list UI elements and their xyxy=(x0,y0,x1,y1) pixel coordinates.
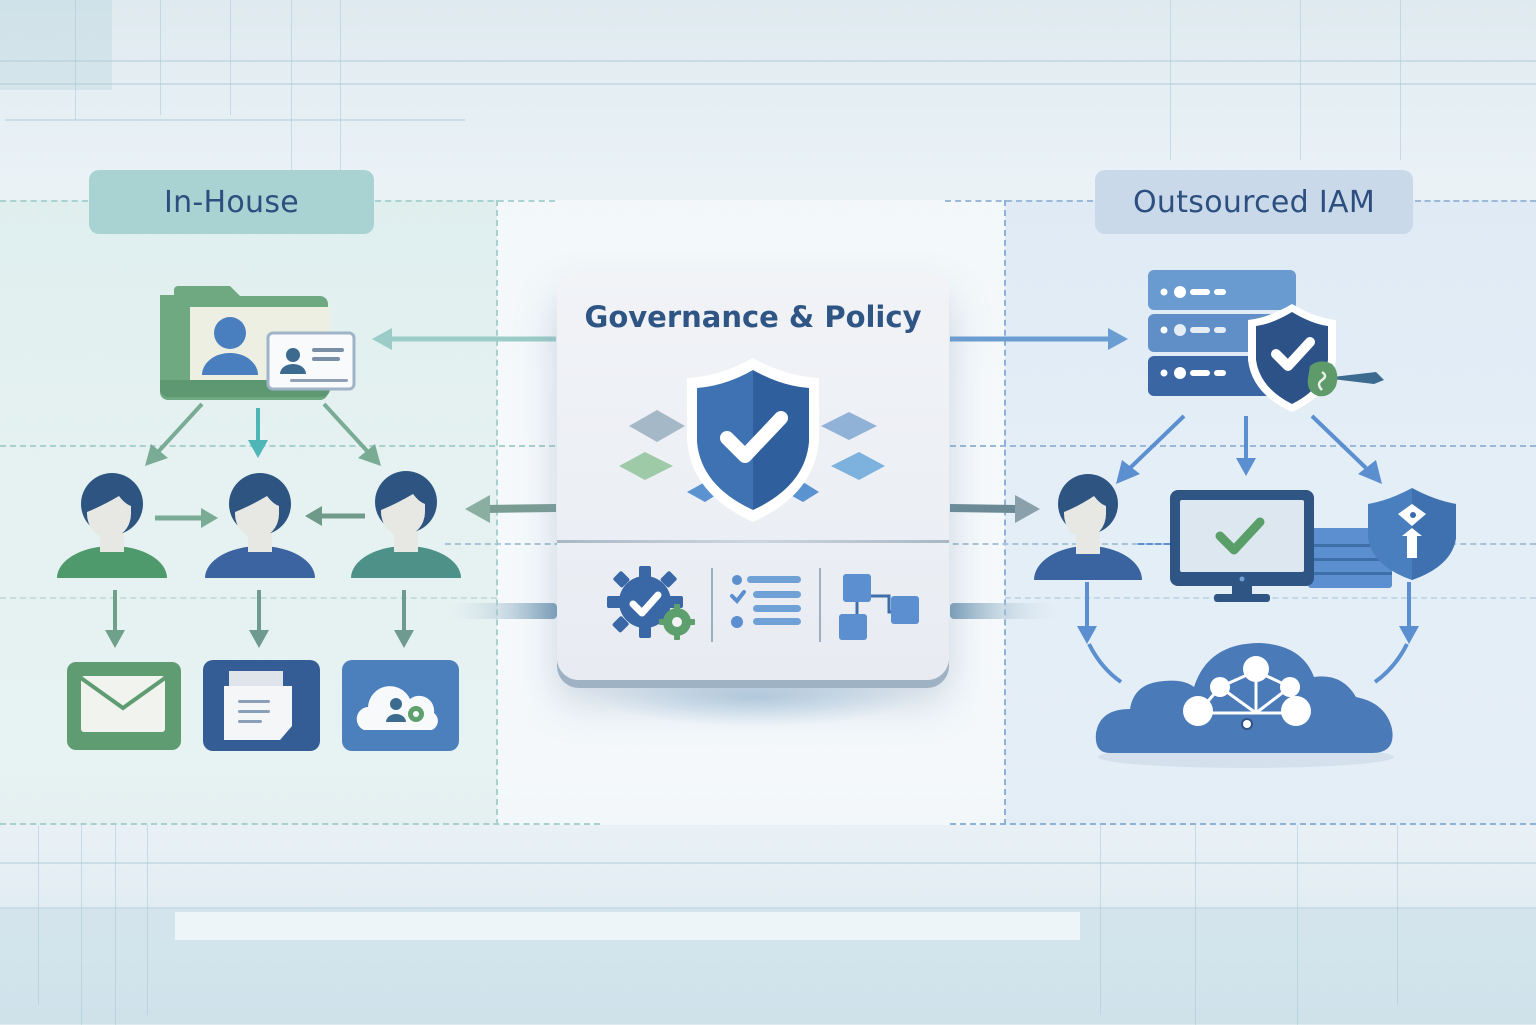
icon-separator xyxy=(819,568,821,642)
governance-divider xyxy=(557,540,949,543)
dashed-guide xyxy=(900,445,1536,447)
outsourced-user-icon xyxy=(1034,474,1142,580)
to-cloud-arrows xyxy=(1077,582,1419,684)
user-teal-icon xyxy=(351,471,461,578)
grid-line xyxy=(1297,825,1298,1025)
in-house-apps-row xyxy=(67,660,459,751)
arrow-user-2-to-document xyxy=(249,590,269,648)
in-house-label-text: In-House xyxy=(163,184,300,220)
grid-line xyxy=(147,825,148,1015)
grid-line xyxy=(5,119,465,121)
user-blue-icon xyxy=(205,473,315,578)
governance-policy-card: Governance & Policy xyxy=(557,272,949,680)
arrow-provider-to-user xyxy=(1116,414,1186,484)
monitor-check-icon xyxy=(1170,490,1392,602)
dashed-guide xyxy=(0,597,497,599)
grid-line xyxy=(115,825,116,1025)
users-to-apps-arrows xyxy=(105,590,414,648)
grid-line xyxy=(0,83,1536,85)
connector-bar-left xyxy=(445,603,557,619)
arrow-provider-to-secure-access xyxy=(1310,414,1382,484)
grid-line xyxy=(1170,0,1171,160)
dashed-guide xyxy=(0,445,555,447)
user-green-icon xyxy=(57,473,167,578)
cloud-network-icon xyxy=(1095,643,1394,768)
workflow-blocks-icon xyxy=(839,574,919,640)
key-icon xyxy=(1307,361,1384,397)
arrow-provider-to-monitor xyxy=(1236,416,1256,476)
dashed-guide xyxy=(0,823,600,825)
email-app-icon xyxy=(67,662,181,750)
grid-line xyxy=(1300,0,1301,160)
outsourced-iam-label: Outsourced IAM xyxy=(1095,170,1413,234)
connector-bar-right xyxy=(950,603,1060,619)
grid-line xyxy=(75,0,76,120)
grid-line xyxy=(0,862,1536,864)
dashed-guide xyxy=(375,200,555,202)
dashed-guide xyxy=(950,823,1536,825)
background-band xyxy=(175,912,1080,940)
dashed-guide xyxy=(945,200,1093,202)
arrow-directory-to-user-3 xyxy=(322,402,381,466)
provider-to-consumers-arrows xyxy=(1116,414,1382,484)
cloud-app-icon xyxy=(342,660,459,751)
arrow-directory-to-user-1 xyxy=(145,402,204,466)
arrow-directory-to-user-2 xyxy=(248,408,268,458)
dashed-guide xyxy=(1415,200,1536,202)
arrow-user-3-to-cloud xyxy=(394,590,414,648)
identity-provider-server-icon xyxy=(1148,270,1384,412)
grid-line xyxy=(291,0,292,180)
governance-title: Governance & Policy xyxy=(584,300,922,334)
user-directory-folder-icon xyxy=(160,286,356,400)
grid-line xyxy=(1397,825,1398,1005)
dashed-guide xyxy=(0,200,88,202)
shield-keyhole-icon xyxy=(1368,488,1456,580)
checklist-icon xyxy=(730,575,801,628)
grid-line xyxy=(0,60,1536,62)
arrow-user-1-to-user-2 xyxy=(155,508,218,528)
outsourced-iam-label-text: Outsourced IAM xyxy=(1132,184,1376,220)
grid-line xyxy=(160,0,161,115)
grid-line xyxy=(1100,825,1101,1015)
grid-line xyxy=(340,0,341,180)
grid-line xyxy=(230,0,231,115)
dashed-guide xyxy=(445,543,1536,545)
arrow-secure-access-to-cloud xyxy=(1373,582,1419,684)
grid-line xyxy=(1400,0,1401,160)
dashed-guide xyxy=(1005,597,1536,599)
gear-check-icon xyxy=(607,566,695,640)
arrow-governance-to-outsourced-user xyxy=(949,495,1040,523)
arrow-user-to-cloud xyxy=(1077,582,1123,684)
grid-line xyxy=(81,825,82,1025)
directory-to-users-arrows xyxy=(145,402,381,466)
arrow-user-1-to-email xyxy=(105,590,125,648)
shield-check-icon xyxy=(619,358,885,522)
arrow-governance-to-provider xyxy=(950,328,1128,350)
arrow-governance-to-directory xyxy=(372,328,556,350)
document-app-icon xyxy=(203,660,320,751)
arrow-governance-to-inhouse-users xyxy=(465,495,557,523)
icon-separator xyxy=(711,568,713,642)
grid-line xyxy=(38,825,39,1005)
in-house-label: In-House xyxy=(89,170,374,234)
background-tile xyxy=(0,0,112,90)
in-house-users-row xyxy=(57,471,461,578)
arrow-user-3-to-user-2 xyxy=(305,506,365,526)
user-to-monitor-dashed-link xyxy=(1138,543,1170,545)
grid-line xyxy=(1195,825,1196,1025)
